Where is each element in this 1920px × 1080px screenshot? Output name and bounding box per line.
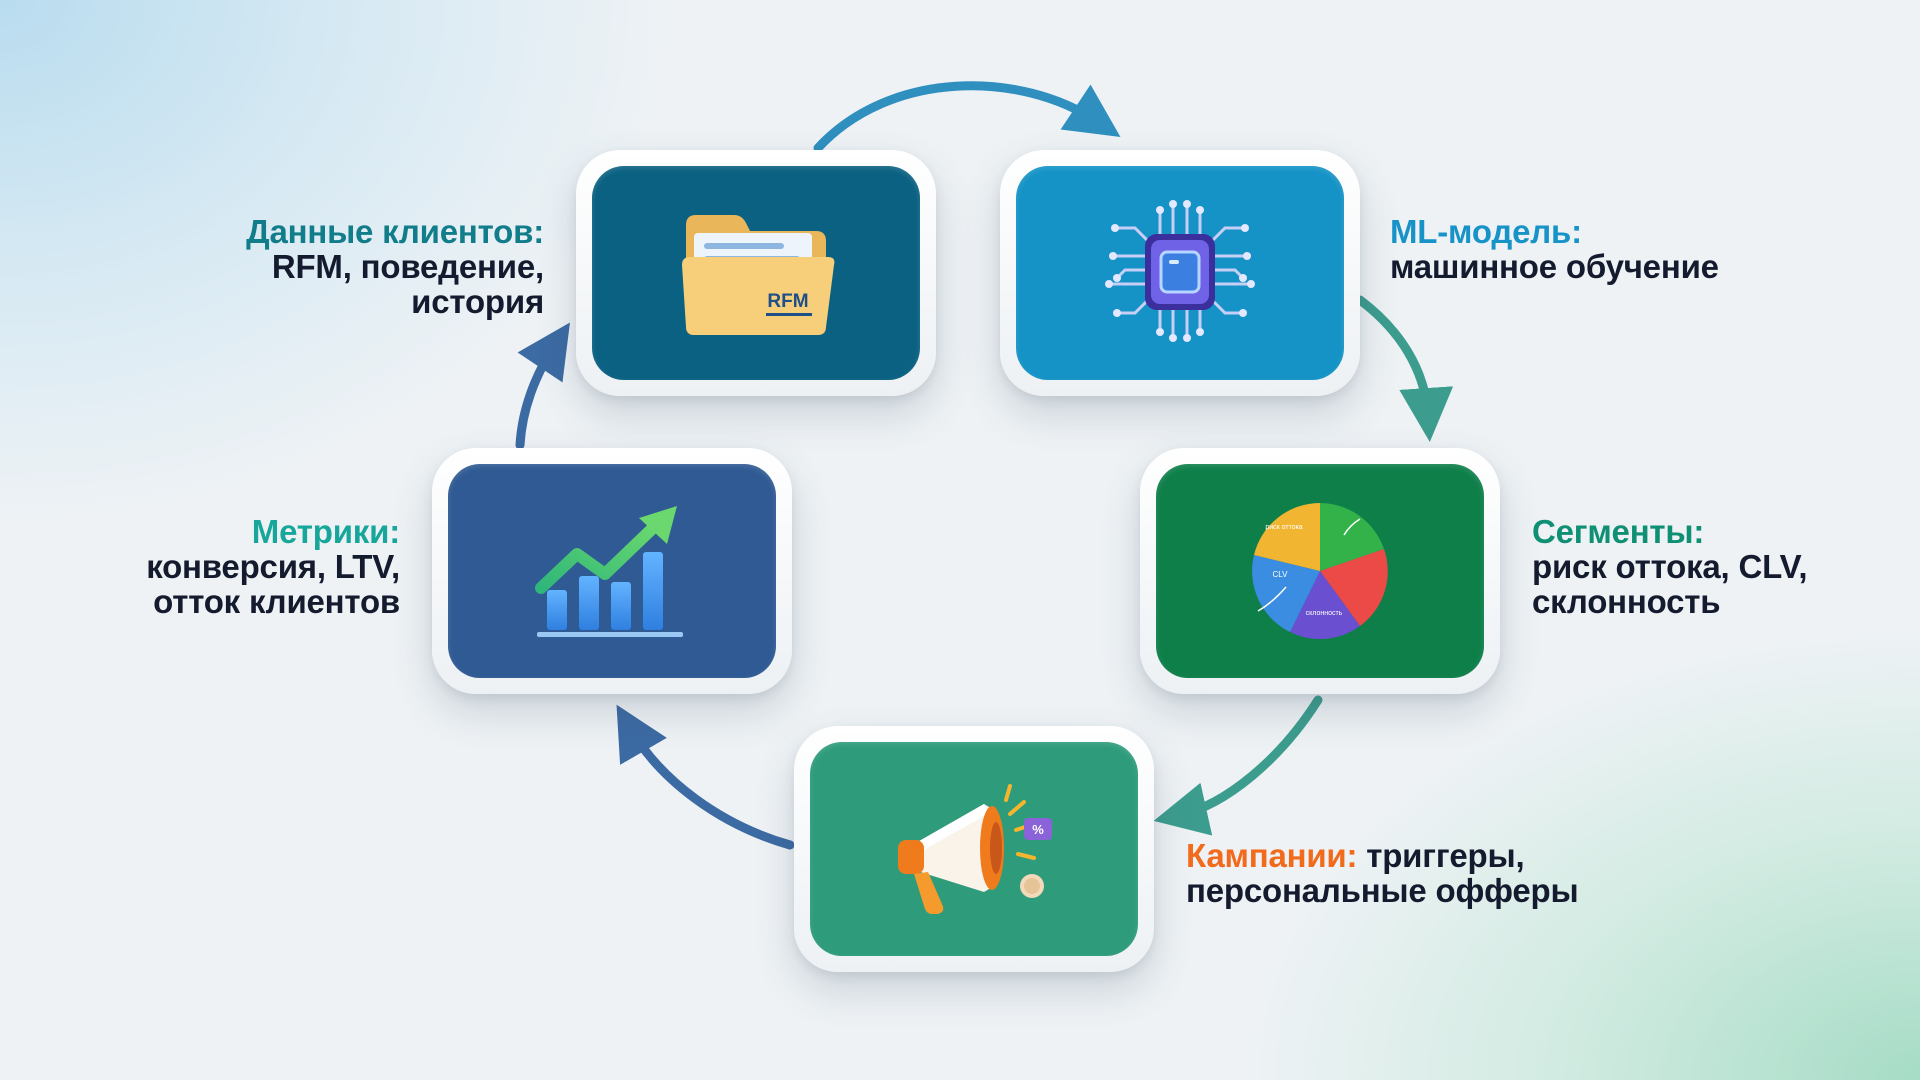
campaigns-label-title: Кампании: bbox=[1186, 837, 1358, 874]
folder-icon-label: RFM bbox=[767, 291, 808, 312]
ml-label-title: ML-модель: bbox=[1390, 213, 1582, 250]
metrics-label-title: Метрики: bbox=[251, 513, 400, 550]
segments-label-title: Сегменты: bbox=[1532, 513, 1705, 550]
segments-card[interactable]: риск оттока CLV склонность bbox=[1140, 448, 1500, 694]
metrics-card-inner bbox=[448, 464, 776, 678]
arrow-metrics-to-data bbox=[515, 322, 570, 450]
discount-badge-label: % bbox=[1032, 822, 1044, 837]
metrics-label: Метрики: конверсия, LTV, отток клиентов bbox=[146, 514, 400, 619]
ml-label-line-1: машинное обучение bbox=[1390, 248, 1719, 285]
campaigns-label-line-1: персональные офферы bbox=[1186, 872, 1579, 909]
metrics-label-line-1: конверсия, LTV, bbox=[146, 548, 400, 585]
folder-icon: RFM bbox=[682, 215, 835, 335]
arrow-segments-to-campaigns bbox=[1153, 695, 1323, 836]
segments-label-line-1: риск оттока, CLV, bbox=[1532, 548, 1808, 585]
data-card[interactable]: RFM bbox=[576, 150, 936, 396]
arrow-data-to-ml bbox=[813, 81, 1121, 153]
megaphone-icon: % bbox=[898, 784, 1052, 914]
ml-card-inner bbox=[1016, 166, 1344, 380]
campaigns-label: Кампании: триггеры, персональные офферы bbox=[1186, 838, 1579, 908]
chip-icon bbox=[1105, 200, 1255, 342]
data-label-title: Данные клиентов: bbox=[246, 213, 544, 250]
ml-card[interactable] bbox=[1000, 150, 1360, 396]
pie-label-clv: CLV bbox=[1273, 570, 1289, 579]
pie-label-churn: риск оттока bbox=[1265, 524, 1302, 531]
arrow-ml-to-segments bbox=[1355, 295, 1454, 442]
campaigns-label-rest: триггеры, bbox=[1366, 837, 1525, 874]
campaigns-card[interactable]: % bbox=[794, 726, 1154, 972]
segments-label: Сегменты: риск оттока, CLV, склонность bbox=[1532, 513, 1808, 620]
data-label-line-2: история bbox=[411, 283, 544, 320]
data-label-line-1: RFM, поведение, bbox=[271, 248, 544, 285]
segments-card-inner: риск оттока CLV склонность bbox=[1156, 464, 1484, 678]
growth-chart-icon bbox=[535, 506, 683, 637]
metrics-label-line-2: отток клиентов bbox=[153, 583, 400, 620]
ml-label: ML-модель: машинное обучение bbox=[1390, 214, 1719, 284]
campaigns-card-inner: % bbox=[810, 742, 1138, 956]
segments-label-line-2: склонность bbox=[1532, 583, 1721, 620]
metrics-card[interactable] bbox=[432, 448, 792, 694]
data-card-inner: RFM bbox=[592, 166, 920, 380]
pie-chart-icon: риск оттока CLV склонность bbox=[1252, 503, 1388, 639]
pie-label-propensity: склонность bbox=[1306, 610, 1343, 617]
arrow-campaigns-to-metrics bbox=[616, 704, 795, 850]
data-label: Данные клиентов: RFM, поведение, история bbox=[246, 214, 544, 319]
